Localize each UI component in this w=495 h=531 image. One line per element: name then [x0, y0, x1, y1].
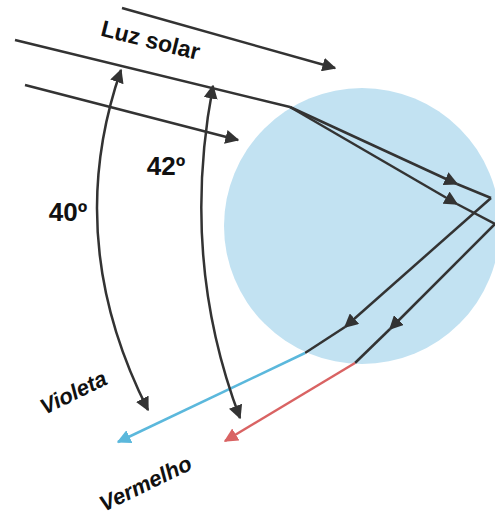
color-label: Vermelho [96, 452, 195, 515]
angle-label: 40º [49, 199, 87, 225]
light-ray [225, 363, 355, 441]
color-label: Violeta [37, 367, 111, 418]
angle-label: 42º [147, 153, 185, 179]
light-ray [355, 329, 390, 363]
light-ray [457, 204, 495, 224]
sunlight-label: Luz solar [98, 17, 202, 64]
light-ray [290, 107, 457, 184]
angle-arc [201, 86, 240, 418]
light-ray [390, 224, 495, 329]
light-ray [290, 107, 457, 204]
light-ray [345, 198, 491, 327]
angle-arc [97, 70, 148, 410]
light-ray [305, 327, 345, 353]
water-drop [224, 88, 495, 364]
light-ray [118, 353, 305, 442]
light-ray [457, 184, 491, 198]
